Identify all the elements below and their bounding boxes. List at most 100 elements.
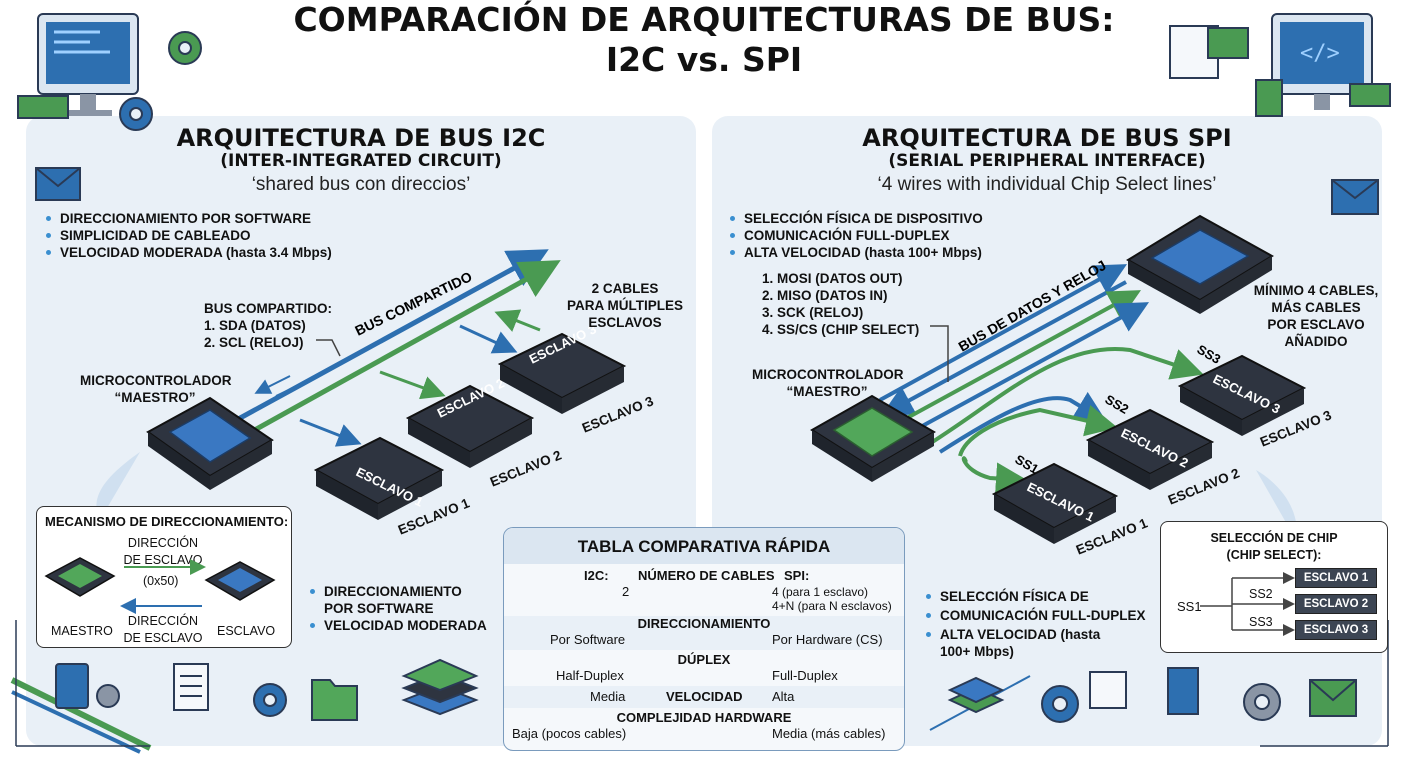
i2c-bullets: DIRECCIONAMIENTO POR SOFTWARE SIMPLICIDA… xyxy=(46,210,332,261)
mechanism-address: (0x50) xyxy=(143,574,179,588)
document-icon xyxy=(1169,25,1283,117)
spi-slave-chip-3: ESCLAVO 3 xyxy=(1177,354,1307,436)
monitor-code-icon xyxy=(17,13,139,119)
table-speed-head: VELOCIDAD xyxy=(666,689,743,704)
label-line: (CHIP SELECT): xyxy=(1226,548,1322,562)
table-row-speed: Media VELOCIDAD Alta xyxy=(504,686,904,708)
bullet-item: SELECCIÓN FÍSICA DE DISPOSITIVO xyxy=(730,210,983,227)
table-i2c-head: I2C: xyxy=(584,568,609,583)
bullet-line: VELOCIDAD MODERADA xyxy=(324,618,487,633)
spi-slave-chip-2: ESCLAVO 2 xyxy=(1085,408,1215,490)
chip-select-box: SELECCIÓN DE CHIP (CHIP SELECT): SS1 SS2… xyxy=(1160,521,1388,653)
spi-top-chip xyxy=(1126,214,1274,314)
i2c-tagline: ‘shared bus con direccios’ xyxy=(251,174,471,195)
bullet-item: DIRECCIONAMIENTO POR SOFTWARE xyxy=(46,210,332,227)
svg-text:</>: </> xyxy=(1300,41,1340,66)
table-row-duplex: DÚPLEX Half-Duplex Full-Duplex xyxy=(504,652,904,686)
bullet-line: 100+ Mbps) xyxy=(940,644,1014,659)
title-line-2: I2C vs. SPI xyxy=(605,40,803,79)
note-line: PARA MÚLTIPLES xyxy=(567,298,683,313)
spi-slave-chip-1: ESCLAVO 1 xyxy=(991,462,1119,544)
mechanism-bottom-arrow-label: DIRECCIÓN DE ESCLAVO xyxy=(123,613,203,647)
folder-icon xyxy=(311,679,358,721)
spi-title: ARQUITECTURA DE BUS SPI xyxy=(862,124,1232,152)
label-line: DE ESCLAVO xyxy=(123,631,203,645)
table-cell-addr-spi: Por Hardware (CS) xyxy=(772,632,883,647)
note-line: MÍNIMO 4 CABLES, xyxy=(1253,283,1379,298)
bullet-item: SELECCIÓN FÍSICA DE xyxy=(926,588,1146,605)
scl-line xyxy=(213,260,561,455)
i2c-slave-chip-1: ESCLAVO 1 xyxy=(313,436,445,520)
bullet-line: DIRECCIONAMIENTO xyxy=(324,584,462,599)
table-row-addressing: DIRECCIONAMIENTO Por Software Por Hardwa… xyxy=(504,616,904,650)
chip-select-title: SELECCIÓN DE CHIP (CHIP SELECT): xyxy=(1161,530,1387,564)
table-cell-spi-cables-2: 4+N (para N esclavos) xyxy=(772,599,892,613)
table-cell-speed-spi: Alta xyxy=(772,689,795,704)
sda-line xyxy=(198,249,549,443)
spi-wire-list: 1. MOSI (DATOS OUT) 2. MISO (DATOS IN) 3… xyxy=(762,270,919,338)
note-line: POR ESCLAVO xyxy=(1267,317,1365,332)
label-line: MICROCONTROLADOR xyxy=(752,367,904,382)
document-icon xyxy=(1167,667,1199,715)
bullet-item: VELOCIDAD MODERADA xyxy=(310,617,487,634)
page-title: COMPARACIÓN DE ARQUITECTURAS DE BUS: I2C… xyxy=(0,0,1408,80)
label-line: DE ESCLAVO xyxy=(123,553,203,567)
device-icon xyxy=(55,663,120,709)
envelope-icon xyxy=(35,167,81,201)
table-cell-speed-i2c: Media xyxy=(590,689,626,704)
spi-master-label: MICROCONTROLADOR “MAESTRO” xyxy=(752,366,904,400)
label-line: SELECCIÓN DE CHIP xyxy=(1210,531,1338,545)
table-addr-head: DIRECCIONAMIENTO xyxy=(637,616,771,631)
chip-select-source: SS1 xyxy=(1177,599,1202,614)
table-cell-spi-cables-1: 4 (para 1 esclavo) xyxy=(772,585,869,599)
layer-stack-icon xyxy=(929,675,1031,731)
mechanism-master: MAESTRO xyxy=(51,624,113,638)
comparison-table: TABLA COMPARATIVA RÁPIDA I2C: NÚMERO DE … xyxy=(503,527,905,751)
chip-select-line-ss2: SS2 xyxy=(1249,587,1273,601)
table-cell-addr-i2c: Por Software xyxy=(550,632,626,647)
bullet-item: ALTA VELOCIDAD (hasta 100+ Mbps) xyxy=(730,244,983,261)
table-title: TABLA COMPARATIVA RÁPIDA xyxy=(504,528,904,564)
note-line: AÑADIDO xyxy=(1284,334,1348,349)
mechanism-title: MECANISMO DE DIRECCIONAMIENTO: xyxy=(45,514,289,529)
note-line: MÁS CABLES xyxy=(1271,300,1361,315)
table-spi-head: SPI: xyxy=(784,568,810,583)
label-line: MICROCONTROLADOR xyxy=(80,373,232,388)
gear-icon xyxy=(1041,671,1127,723)
bus-label-title: BUS COMPARTIDO: xyxy=(204,301,332,316)
i2c-bus-label: BUS COMPARTIDO: 1. SDA (DATOS) 2. SCL (R… xyxy=(204,300,332,351)
monitor-code-icon: </> xyxy=(1271,13,1391,110)
label-line: DIRECCIÓN xyxy=(127,614,199,628)
bullet-line: POR SOFTWARE xyxy=(324,601,434,616)
bus-line-scl: 2. SCL (RELOJ) xyxy=(204,335,304,350)
label-line: “MAESTRO” xyxy=(114,390,196,405)
i2c-bottom-bullets: DIRECCIONAMIENTO POR SOFTWARE VELOCIDAD M… xyxy=(310,583,487,634)
table-cables-head: NÚMERO DE CABLES xyxy=(638,568,775,583)
spi-cables-note: MÍNIMO 4 CABLES, MÁS CABLES POR ESCLAVO … xyxy=(1246,282,1386,350)
wire-line: 4. SS/CS (CHIP SELECT) xyxy=(762,322,920,337)
spi-bullets: SELECCIÓN FÍSICA DE DISPOSITIVO COMUNICA… xyxy=(730,210,983,261)
table-cell-hw-i2c: Baja (pocos cables) xyxy=(512,726,627,741)
label-line: “MAESTRO” xyxy=(786,384,868,399)
bullet-item: DIRECCIONAMIENTO POR SOFTWARE xyxy=(310,583,487,617)
bus-line-sda: 1. SDA (DATOS) xyxy=(204,318,306,333)
chip-select-target-3: ESCLAVO 3 xyxy=(1295,620,1377,640)
bullet-line: COMUNICACIÓN FULL-DUPLEX xyxy=(940,608,1146,623)
table-hw-head: COMPLEJIDAD HARDWARE xyxy=(616,710,792,725)
bottom-arrows-icon xyxy=(10,620,152,754)
label-line: DIRECCIÓN xyxy=(127,536,199,550)
envelope-icon xyxy=(1331,179,1379,215)
gear-icon xyxy=(253,683,287,717)
title-line-1: COMPARACIÓN DE ARQUITECTURAS DE BUS: xyxy=(293,0,1115,39)
wire-line: 3. SCK (RELOJ) xyxy=(762,305,864,320)
wire-line: 2. MISO (DATOS IN) xyxy=(762,288,888,303)
mechanism-master-chip xyxy=(44,557,116,597)
gear-icon xyxy=(1243,683,1281,721)
note-line: ESCLAVOS xyxy=(588,315,662,330)
table-cell-duplex-i2c: Half-Duplex xyxy=(556,668,624,683)
i2c-subtitle: (INTER-INTEGRATED CIRCUIT) xyxy=(220,151,502,171)
i2c-slave-chip-2: ESCLAVO 2 xyxy=(405,375,535,468)
